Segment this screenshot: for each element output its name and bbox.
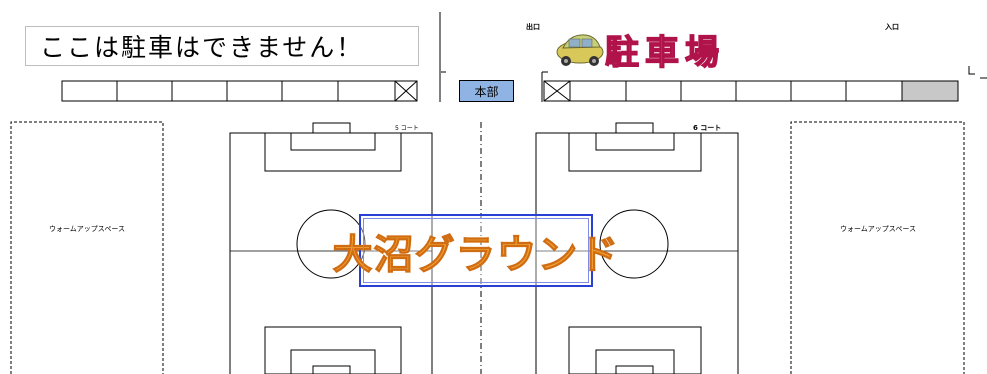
warmup-label-right: ウォームアップスペース <box>840 225 916 233</box>
parking-curb <box>968 66 975 75</box>
no-parking-notice: ここは駐車はできません！ <box>25 26 419 66</box>
penalty-area-bottom <box>264 326 402 374</box>
parking-row-right <box>543 80 959 102</box>
warmup-space-right: ウォームアップスペース <box>790 121 965 374</box>
warmup-label-left: ウォームアップスペース <box>49 225 125 233</box>
blocked-slot-icon <box>394 80 418 102</box>
exit-label: 出口 <box>526 22 540 31</box>
court-6-label: 6 コート <box>693 124 721 132</box>
penalty-area-top <box>568 132 702 172</box>
goal-area-top <box>595 132 675 151</box>
car-icon <box>556 34 604 66</box>
goal-area-bottom <box>290 349 376 374</box>
entrance-label: 入口 <box>884 23 899 31</box>
blocked-slot-icon <box>543 80 571 102</box>
headquarters-label: 本部 <box>459 80 514 102</box>
goal-top <box>615 122 654 134</box>
warmup-space-left: ウォームアップスペース <box>10 121 164 374</box>
goal-area-bottom <box>595 349 675 374</box>
goal-top <box>312 122 351 134</box>
court-5-label: 5 コート <box>395 125 419 132</box>
parking-title: 駐車場 <box>605 33 725 73</box>
court-5: 5 コート <box>229 122 433 374</box>
goal-bottom <box>615 365 654 374</box>
parking-row-left <box>61 80 418 102</box>
occupied-parking-slot <box>901 80 959 102</box>
goal-bottom <box>312 365 351 374</box>
goal-area-top <box>290 132 376 151</box>
ground-name-sign: 大沼グラウンド <box>332 214 619 287</box>
penalty-area-top <box>264 132 402 172</box>
penalty-area-bottom <box>568 326 702 374</box>
court-6: 6 コート <box>535 122 739 374</box>
